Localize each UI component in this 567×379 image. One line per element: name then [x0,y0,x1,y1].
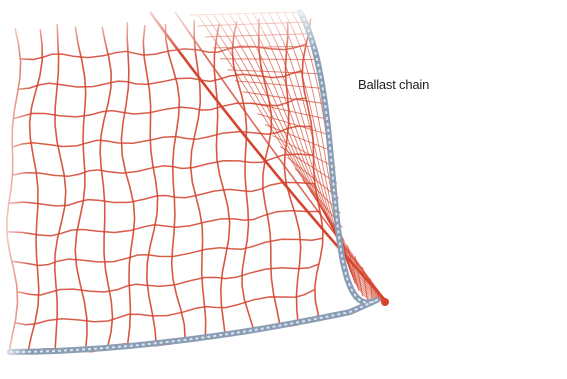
mesh-strand [28,29,42,352]
cod-end-knot [381,298,389,306]
net-mesh [7,12,385,354]
mesh-strand [121,22,134,344]
mesh-strand [13,98,306,119]
mesh-strand [7,211,320,236]
mesh-strand [259,18,280,326]
fine-mesh-line [229,14,385,300]
mesh-strand [232,21,253,329]
mesh-strand [166,24,186,340]
mesh-strand [9,182,315,206]
top-fade-overlay [0,0,567,55]
mesh-strand [18,71,302,90]
left-fade-overlay [0,0,30,374]
mesh-strand [191,20,206,336]
mesh-strand [100,27,112,348]
mesh-strand [12,238,323,265]
mesh-strand [75,27,87,352]
ballast-chain [10,12,389,352]
mesh-strand [55,24,66,348]
mesh-strand [143,25,157,346]
ballast-chain-label: Ballast chain [358,77,429,92]
mesh-strand [15,290,315,325]
